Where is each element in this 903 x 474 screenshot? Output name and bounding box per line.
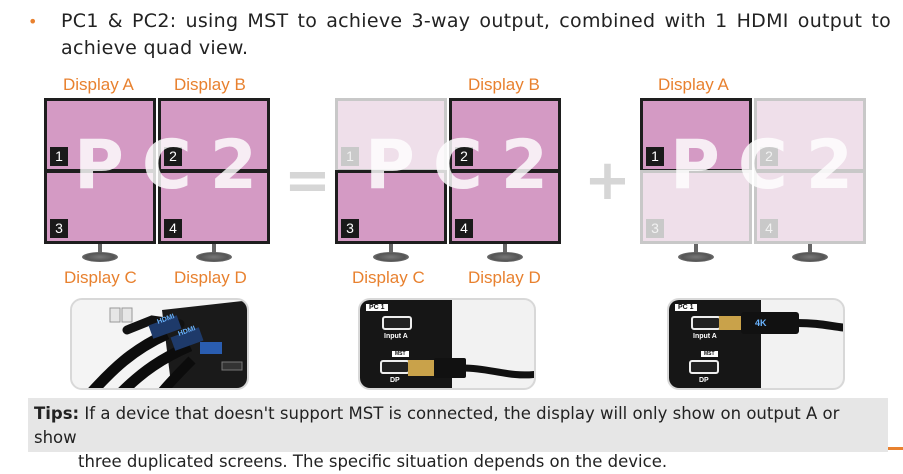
monitor-neck <box>694 244 698 254</box>
monitor-1: 1 <box>44 98 156 172</box>
bullet-text: PC1 & PC2: using MST to achieve 3-way ou… <box>61 10 891 59</box>
label-display-d-2: Display D <box>468 268 541 287</box>
monitor-number: 1 <box>646 147 664 166</box>
tips-label: Tips: <box>34 404 80 423</box>
hdmi-cable <box>719 312 843 334</box>
monitor-group-2: 1 2 3 4 PC2 <box>335 96 565 266</box>
monitor-stand <box>82 252 118 262</box>
tips-line-2: three duplicated screens. The specific s… <box>78 452 668 471</box>
monitor-3: 3 <box>335 170 447 244</box>
monitor-number: 1 <box>341 147 359 166</box>
monitor-number: 4 <box>760 219 778 238</box>
monitor-2: 2 <box>449 98 561 172</box>
dp-port-label: DP <box>699 377 709 384</box>
dp-port <box>689 360 719 374</box>
equals-sign: = <box>284 148 331 213</box>
monitor-number: 2 <box>164 147 182 166</box>
label-display-b-1: Display B <box>174 75 246 94</box>
mst-tag: MST <box>392 351 409 357</box>
monitor-number: 2 <box>760 147 778 166</box>
pc-tag: PC 1 <box>675 304 697 311</box>
accent-bar <box>888 447 903 450</box>
monitor-number: 1 <box>50 147 68 166</box>
monitor-4: 4 <box>158 170 270 244</box>
monitor-4: 4 <box>754 170 866 244</box>
monitor-number: 2 <box>455 147 473 166</box>
label-display-b-2: Display B <box>468 75 540 94</box>
monitor-number: 4 <box>455 219 473 238</box>
monitor-3: 3 <box>640 170 752 244</box>
monitor-stand <box>678 252 714 262</box>
photo-dp-mst: PC 1 Input A MST DP <box>358 298 536 390</box>
monitor-number: 4 <box>164 219 182 238</box>
monitor-number: 3 <box>341 219 359 238</box>
bullet-paragraph: • PC1 & PC2: using MST to achieve 3-way … <box>28 8 891 62</box>
monitor-neck <box>389 244 393 254</box>
monitor-stand <box>487 252 523 262</box>
monitor-stand <box>792 252 828 262</box>
bullet-dot: • <box>28 12 38 31</box>
monitor-neck <box>212 244 216 254</box>
mst-tag: MST <box>701 351 718 357</box>
monitor-neck <box>808 244 812 254</box>
dp-port-label: DP <box>390 377 400 384</box>
device-cables-illustration <box>72 300 247 388</box>
photo-hdmi-4k: PC 1 Input A MST DP 4K <box>667 298 845 390</box>
monitor-stand <box>373 252 409 262</box>
cable-4k-label: 4K <box>755 318 767 328</box>
label-display-c-1: Display C <box>64 268 137 287</box>
tips-line-1: If a device that doesn't support MST is … <box>34 404 840 447</box>
monitor-3: 3 <box>44 170 156 244</box>
tips-box: Tips: If a device that doesn't support M… <box>28 398 888 471</box>
monitor-4: 4 <box>449 170 561 244</box>
monitor-number: 3 <box>50 219 68 238</box>
photo-device-cables: HDMI HDMI <box>70 298 249 390</box>
monitor-stand <box>196 252 232 262</box>
monitor-1: 1 <box>335 98 447 172</box>
monitor-neck <box>503 244 507 254</box>
pc-tag: PC 1 <box>366 304 388 311</box>
label-display-c-2: Display C <box>352 268 425 287</box>
label-display-a-1: Display A <box>63 75 134 94</box>
plus-sign: + <box>584 148 631 213</box>
hdmi-port-label: Input A <box>384 333 408 340</box>
monitor-1: 1 <box>640 98 752 172</box>
monitor-2: 2 <box>754 98 866 172</box>
monitor-group-1: 1 2 3 4 PC2 <box>44 96 274 266</box>
monitor-number: 3 <box>646 219 664 238</box>
monitor-group-3: 1 2 3 4 PC2 <box>640 96 870 266</box>
label-display-d-1: Display D <box>174 268 247 287</box>
monitor-2: 2 <box>158 98 270 172</box>
dp-cable <box>408 358 534 379</box>
hdmi-port <box>382 316 412 330</box>
monitor-neck <box>98 244 102 254</box>
hdmi-port-label: Input A <box>693 333 717 340</box>
label-display-a-3: Display A <box>658 75 729 94</box>
